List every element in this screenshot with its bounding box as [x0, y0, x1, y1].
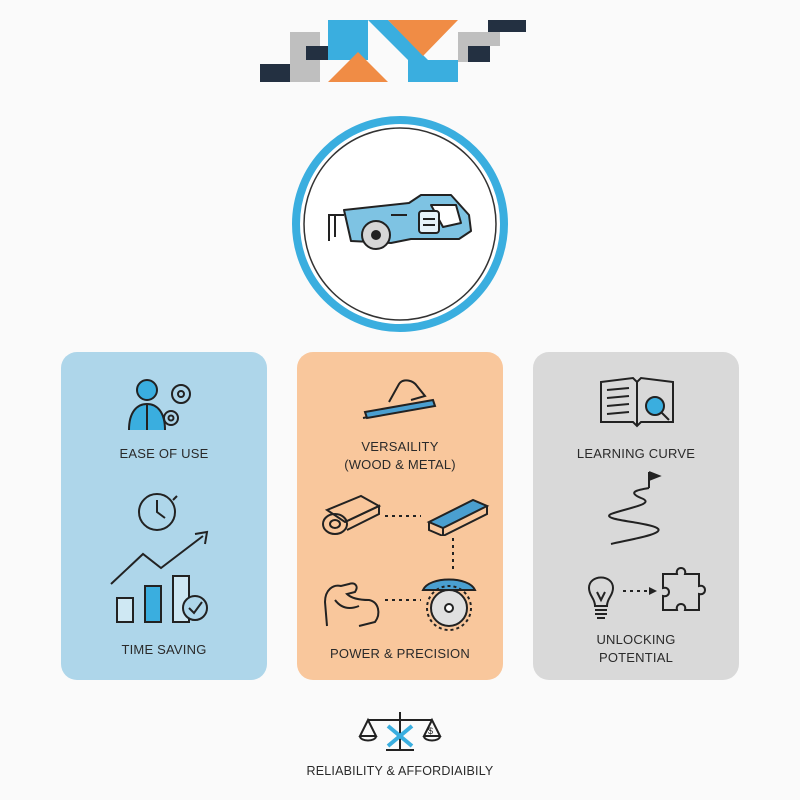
versatility-power-card: VERSAILITY (WOOD & METAL) — [297, 352, 503, 680]
bulb-puzzle-connector — [623, 587, 657, 595]
lightbulb-icon — [587, 576, 615, 619]
metal-bar-icon — [426, 498, 490, 536]
unlocking-label: UNLOCKING — [596, 632, 676, 647]
open-book-search-icon — [600, 376, 674, 428]
clock-icon — [138, 493, 178, 531]
hand-plank-icon — [362, 379, 437, 420]
potential-label: POTENTIAL — [598, 650, 674, 665]
time-saving-label: TIME SAVING — [121, 642, 207, 657]
scales-tools-icon: $ — [358, 712, 442, 751]
growth-chart-icon — [110, 530, 209, 623]
reciprocating-saw-icon — [292, 116, 508, 332]
learning-curve-label: LEARNING CURVE — [576, 446, 696, 461]
svg-text:$: $ — [428, 726, 433, 736]
power-precision-label: POWER & PRECISION — [330, 646, 470, 661]
learning-potential-card: LEARNING CURVE UNLOCKING POTENTIAL — [533, 352, 739, 680]
log-icon — [322, 494, 382, 535]
ease-of-use-label: EASE OF USE — [119, 446, 209, 461]
versatility-label: VERSAILITY — [361, 439, 439, 454]
reliability-affordability-label: RELIABILITY & AFFORDIAIBILY — [306, 764, 494, 778]
dotted-connector — [385, 515, 454, 601]
logo-mark — [260, 20, 526, 82]
wood-metal-label: (WOOD & METAL) — [344, 457, 456, 472]
ease-time-card: EASE OF USE TIME SAVING — [61, 352, 267, 680]
circular-saw-icon — [421, 578, 477, 631]
user-gears-icon — [128, 379, 191, 431]
winding-path-flag-icon — [608, 471, 662, 545]
puzzle-piece-icon — [662, 567, 706, 611]
flexed-arm-icon — [323, 582, 380, 627]
